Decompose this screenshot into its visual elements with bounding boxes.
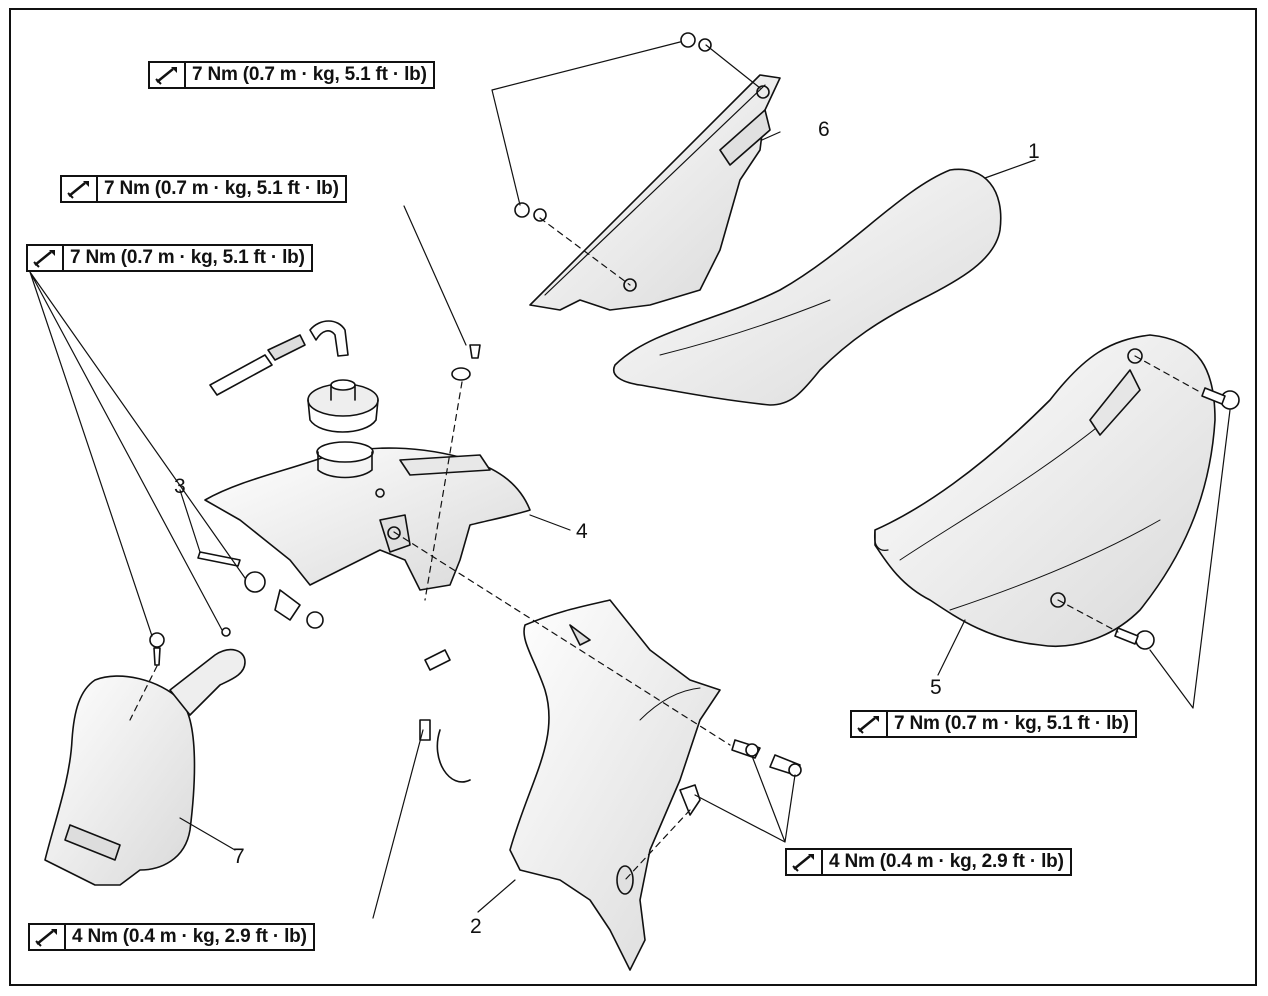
- torque-spec-text: 7 Nm (0.7 m · kg, 5.1 ft · lb): [104, 178, 339, 199]
- torque-spec-text: 7 Nm (0.7 m · kg, 5.1 ft · lb): [192, 64, 427, 85]
- torque-spec-box: 4 Nm (0.4 m · kg, 2.9 ft · lb): [785, 848, 1072, 876]
- fuel-tank-part: [204, 441, 531, 591]
- torque-spec-box: 7 Nm (0.7 m · kg, 5.1 ft · lb): [26, 244, 313, 272]
- torque-spec-text: 4 Nm (0.4 m · kg, 2.9 ft · lb): [829, 851, 1064, 872]
- torque-wrench-icon: [852, 712, 888, 736]
- torque-spec-box: 7 Nm (0.7 m · kg, 5.1 ft · lb): [850, 710, 1137, 738]
- torque-wrench-icon: [62, 177, 98, 201]
- shroud-part: [509, 599, 721, 971]
- callout-part-6: 6: [818, 118, 830, 141]
- leader-lines: [29, 41, 1231, 919]
- callout-part-4: 4: [576, 520, 588, 543]
- torque-spec-text: 4 Nm (0.4 m · kg, 2.9 ft · lb): [72, 926, 307, 947]
- breather-hose-part: [209, 320, 349, 396]
- torque-spec-text: 7 Nm (0.7 m · kg, 5.1 ft · lb): [894, 713, 1129, 734]
- fuel-cap-part: [307, 379, 379, 433]
- torque-spec-box: 7 Nm (0.7 m · kg, 5.1 ft · lb): [60, 175, 347, 203]
- torque-wrench-icon: [150, 63, 186, 87]
- fasteners: [149, 32, 1240, 816]
- torque-spec-text: 7 Nm (0.7 m · kg, 5.1 ft · lb): [70, 247, 305, 268]
- callout-part-1: 1: [1028, 140, 1040, 163]
- torque-spec-box: 4 Nm (0.4 m · kg, 2.9 ft · lb): [28, 923, 315, 951]
- side-cover-upper-part: [529, 74, 781, 311]
- torque-spec-box: 7 Nm (0.7 m · kg, 5.1 ft · lb): [148, 61, 435, 89]
- torque-wrench-icon: [30, 925, 66, 949]
- callout-part-5: 5: [930, 676, 942, 699]
- torque-wrench-icon: [28, 246, 64, 270]
- side-cover-right-part: [873, 334, 1216, 648]
- diagram-frame: [9, 8, 1257, 986]
- callout-part-3: 3: [174, 475, 186, 498]
- callout-part-2: 2: [470, 915, 482, 938]
- callout-part-7: 7: [233, 845, 245, 868]
- torque-wrench-icon: [787, 850, 823, 874]
- seat-part: [613, 168, 1002, 406]
- number-plate-part: [44, 648, 246, 886]
